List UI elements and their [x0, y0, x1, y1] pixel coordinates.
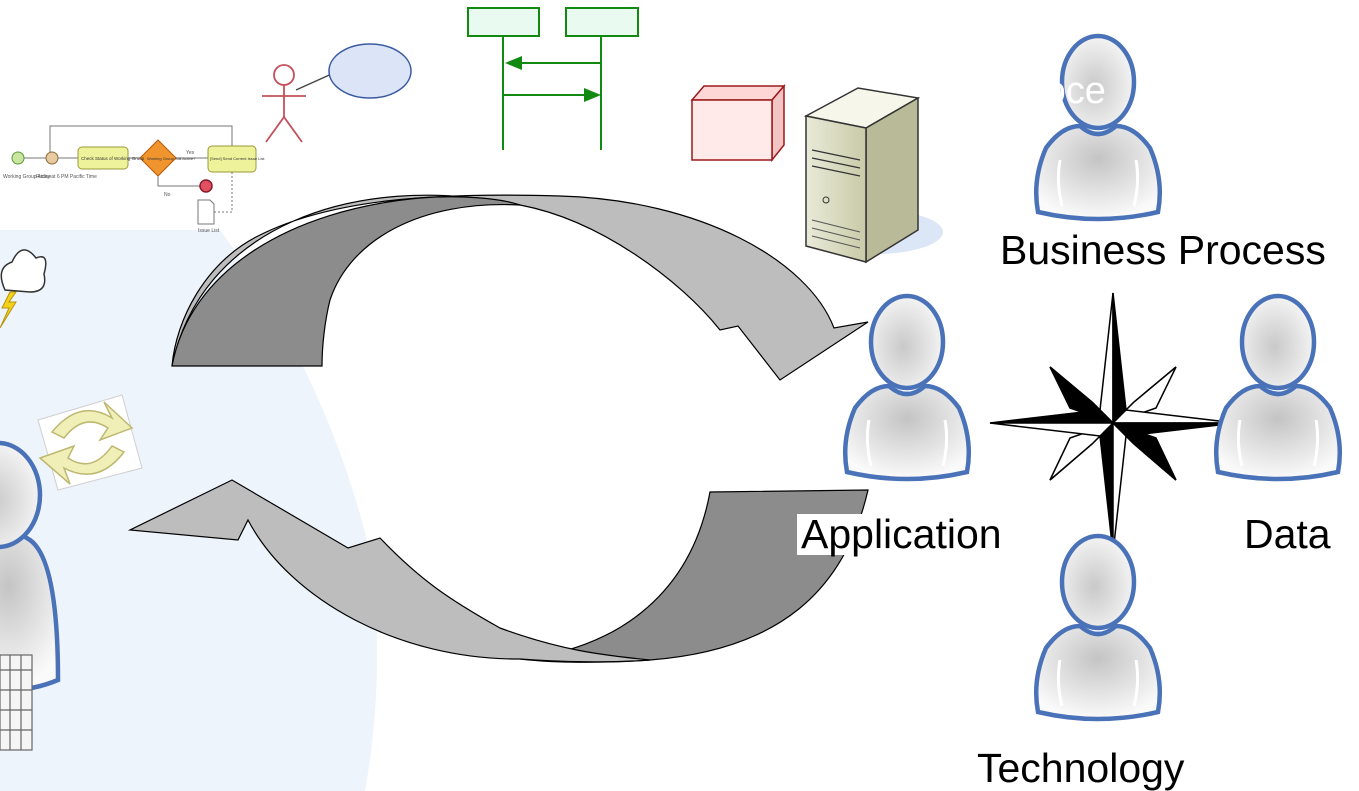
top-cycle-arrow — [171, 194, 869, 381]
bpmn-start-label: Working Group Active — [3, 174, 51, 180]
data-label: Data — [1244, 511, 1331, 557]
business-process-label: Business Process — [1000, 227, 1326, 273]
application-label: Application — [797, 514, 1006, 555]
hidden-text-fragment: roce — [1032, 70, 1106, 112]
cloud-lightning-icon — [0, 249, 47, 329]
bpmn-no-label: No — [164, 192, 171, 198]
business-process-person-icon — [1036, 36, 1160, 219]
technology-label: Technology — [977, 745, 1185, 791]
bpmn-yes-label: Yes — [186, 150, 195, 156]
technology-person-icon — [1036, 536, 1160, 719]
use-case-actor-icon — [262, 43, 412, 143]
refresh-cycle-icon — [37, 394, 143, 491]
bpmn-gateway-label: Working Group Still Active? — [147, 156, 196, 161]
bottom-cycle-arrow — [127, 479, 869, 663]
bpmn-timer-label: Friday at 6 PM Pacific Time — [36, 174, 97, 180]
deployment-node-icon — [690, 83, 786, 163]
partial-person-icon — [0, 440, 61, 693]
data-person-icon — [1216, 296, 1340, 479]
bpmn-doc-label: Issue List — [198, 228, 220, 234]
building-icon — [0, 654, 33, 751]
compass-star-icon — [989, 292, 1237, 554]
bpmn-process-sketch: Working Group Active Friday at 6 PM Paci… — [3, 125, 265, 234]
sequence-diagram-icon — [467, 7, 639, 150]
bpmn-task2-label: [Send] Send Current Issue List — [210, 156, 265, 161]
bpmn-task1-label: Check Status of Working Group — [81, 156, 145, 161]
server-icon — [803, 87, 943, 264]
